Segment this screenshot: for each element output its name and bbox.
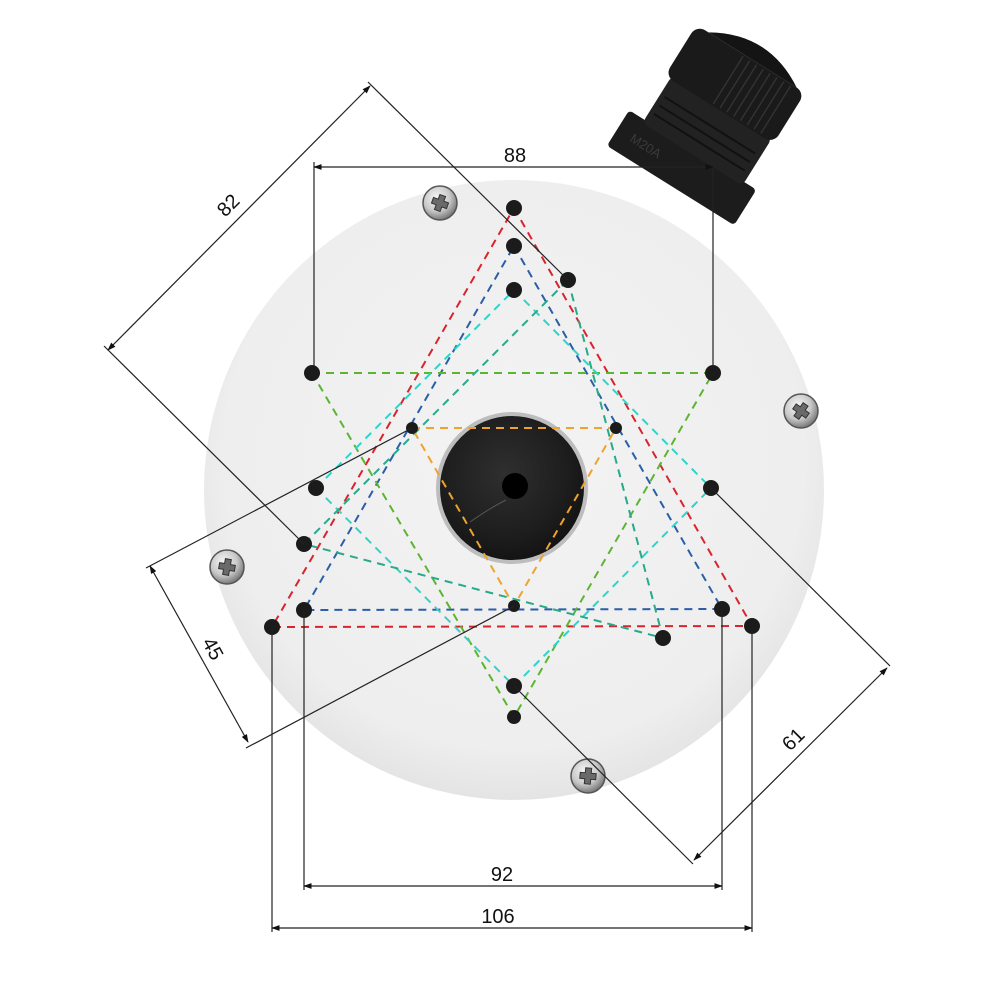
mounting-hole (744, 618, 760, 634)
mounting-hole (264, 619, 280, 635)
cable-gland: M20A (608, 28, 802, 224)
mounting-hole (506, 282, 522, 298)
screw-icon (570, 758, 606, 794)
mounting-hole (714, 601, 730, 617)
mounting-hole (655, 630, 671, 646)
orange-triangle-pattern (410, 427, 618, 609)
green-triangle-pattern (310, 372, 715, 719)
mounting-hole (507, 710, 521, 724)
dimension-lines (103, 81, 891, 932)
screw-icon (209, 549, 245, 585)
mounting-hole (304, 365, 320, 381)
red-triangle-pattern (270, 205, 754, 629)
mounting-hole (705, 365, 721, 381)
dimension-label-106: 106 (481, 906, 514, 928)
screw-icon (783, 393, 819, 429)
mounting-hole (506, 200, 522, 216)
center-cable-grommet (436, 412, 588, 564)
mounting-hole (308, 480, 324, 496)
dimension-label-88: 88 (504, 145, 526, 167)
teal-triangle-pattern (302, 278, 665, 640)
mounting-hole (506, 238, 522, 254)
mounting-hole (296, 602, 312, 618)
grommet-hole (502, 473, 528, 499)
dimension-label-92: 92 (491, 864, 513, 886)
screw-icon (422, 185, 458, 221)
mounting-hole (610, 422, 622, 434)
